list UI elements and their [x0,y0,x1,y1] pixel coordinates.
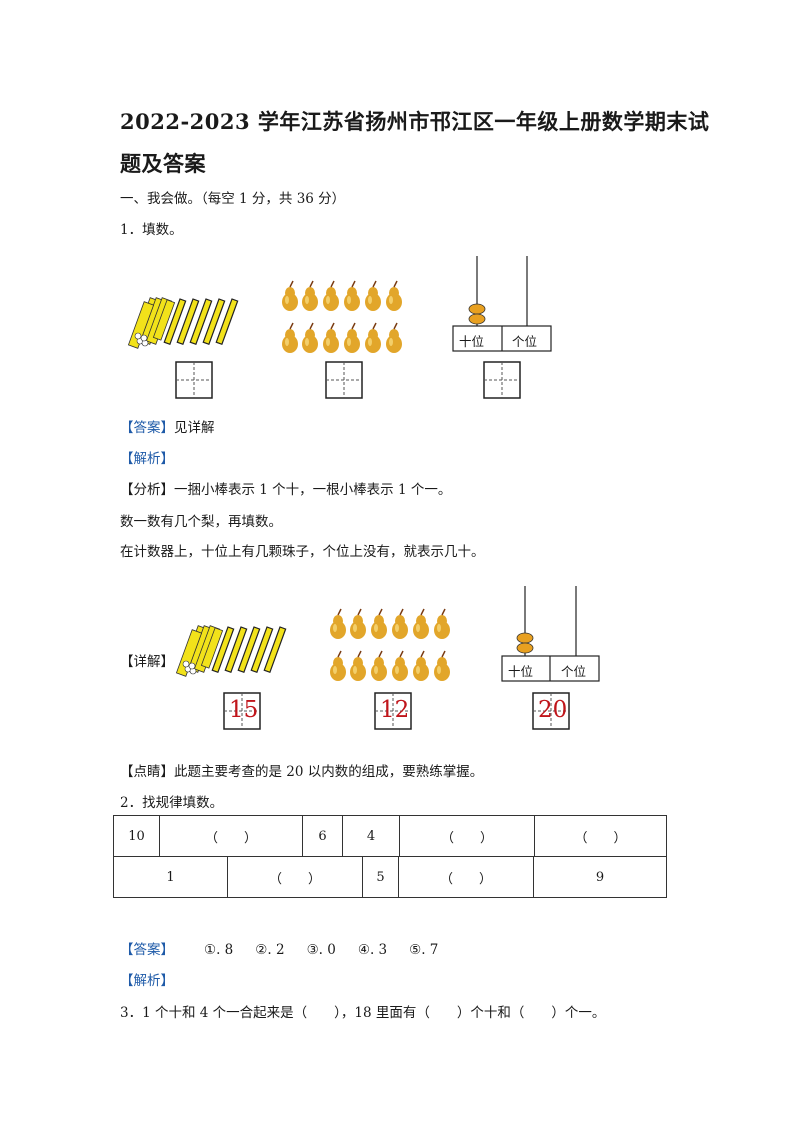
single-sticks-icon [211,626,287,674]
q3-text: 3．1 个十和 4 个一合起来是（ ），18 里面有（ ）个十和（ ）个一。 [120,1005,606,1021]
pears-icon [329,608,451,682]
blank-cell[interactable]: （ ） [159,815,303,857]
answer-item: ⑤. 7 [409,942,439,958]
dianjing-text: 此题主要考查的是 20 以内数的组成，要熟练掌握。 [174,764,484,780]
section-heading: 一、我会做。（每空 1 分，共 36 分） [120,191,346,207]
answer-bracket: 【答案】 [120,420,174,436]
cell: 4 [342,815,400,857]
fenxi-bracket: 【分析】 [120,482,174,498]
cell: 6 [302,815,343,857]
doc-title-line1: 2022-2023 学年江苏省扬州市邗江区一年级上册数学期末试 [120,109,710,134]
table-row: 10 （ ） 6 4 （ ） （ ） [113,815,667,857]
q1-line2: 数一数有几个梨，再填数。 [120,514,282,530]
answer-item: ①. 8 [204,942,234,958]
pattern-table-row2: 1 （ ） 5 （ ） 9 [113,856,667,898]
answer-boxes-top [175,361,521,399]
cell: 9 [533,856,667,898]
abacus-tens-label: 十位 [459,334,485,349]
filled-answer-2: 12 [380,697,410,723]
blank-cell[interactable]: （ ） [398,856,534,898]
q2-analysis: 【解析】 [120,973,174,989]
blank-cell[interactable]: （ ） [399,815,535,857]
q1-line3: 在计数器上，十位上有几颗珠子，个位上没有，就表示几十。 [120,544,485,560]
table-row: 1 （ ） 5 （ ） 9 [113,856,667,898]
abacus-tens-label: 十位 [508,664,534,679]
pears-icon [281,280,403,354]
cell: 1 [113,856,228,898]
blank-cell[interactable]: （ ） [227,856,363,898]
q1-analysis: 【解析】 [120,451,174,467]
dianjing-bracket: 【点睛】 [120,764,174,780]
pattern-table-row1: 10 （ ） 6 4 （ ） （ ） [113,815,667,857]
abacus-ones-label: 个位 [561,664,587,679]
q2-label: 2．找规律填数。 [120,795,224,811]
filled-answer-1: 15 [229,697,259,723]
blank-cell[interactable]: （ ） [534,815,667,857]
q2-answer: 【答案】 ①. 8 ②. 2 ③. 0 ④. 3 ⑤. 7 [120,938,460,958]
stick-bundle-icon [127,297,176,349]
single-sticks-icon [163,298,239,346]
answer-item: ③. 0 [306,942,336,958]
cell: 5 [362,856,399,898]
q1-fenxi: 【分析】一捆小棒表示 1 个十，一根小棒表示 1 个一。 [120,478,451,498]
stick-bundle-icon [175,625,224,677]
answer-item: ②. 2 [255,942,285,958]
cell: 10 [113,815,160,857]
q1-detail-label: 【详解】 [120,654,174,670]
q1-answer: 【答案】见详解 [120,416,215,436]
answer-bracket: 【答案】 [120,942,174,958]
fenxi-text: 一捆小棒表示 1 个十，一根小棒表示 1 个一。 [174,482,452,498]
abacus-ones-label: 个位 [512,334,538,349]
q1-dianjing: 【点睛】此题主要考查的是 20 以内数的组成，要熟练掌握。 [120,760,483,780]
doc-title-line2: 题及答案 [120,151,206,176]
answer-text: 见详解 [174,420,215,436]
answer-item: ④. 3 [357,942,388,958]
q1-label: 1．填数。 [120,222,183,238]
filled-answer-3: 20 [538,697,568,723]
